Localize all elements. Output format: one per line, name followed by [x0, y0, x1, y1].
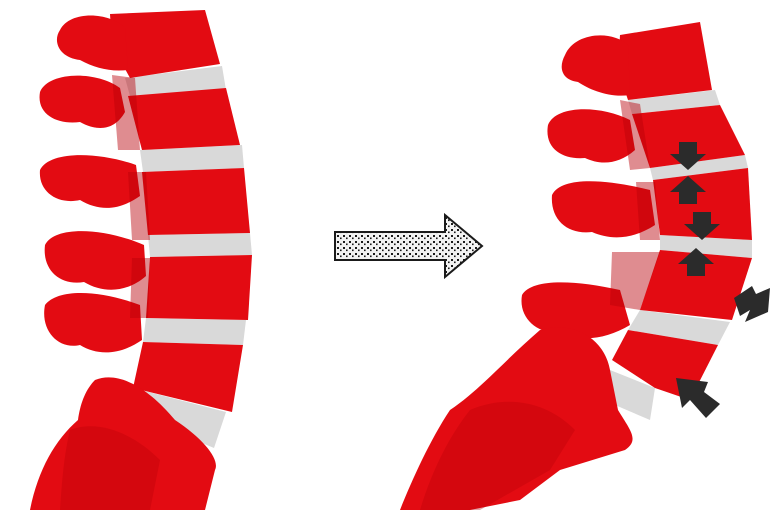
vertebra-l2 — [128, 88, 240, 150]
sacrum-shading — [420, 402, 575, 510]
force-arrow-icon — [676, 378, 720, 418]
vertebra-l4 — [146, 255, 252, 320]
transition-arrow-icon — [335, 215, 482, 277]
normal-spine-panel — [30, 10, 252, 510]
disc — [148, 233, 252, 257]
vertebra-l1 — [618, 22, 712, 100]
vertebra-l3 — [142, 168, 250, 235]
disc — [143, 318, 246, 345]
